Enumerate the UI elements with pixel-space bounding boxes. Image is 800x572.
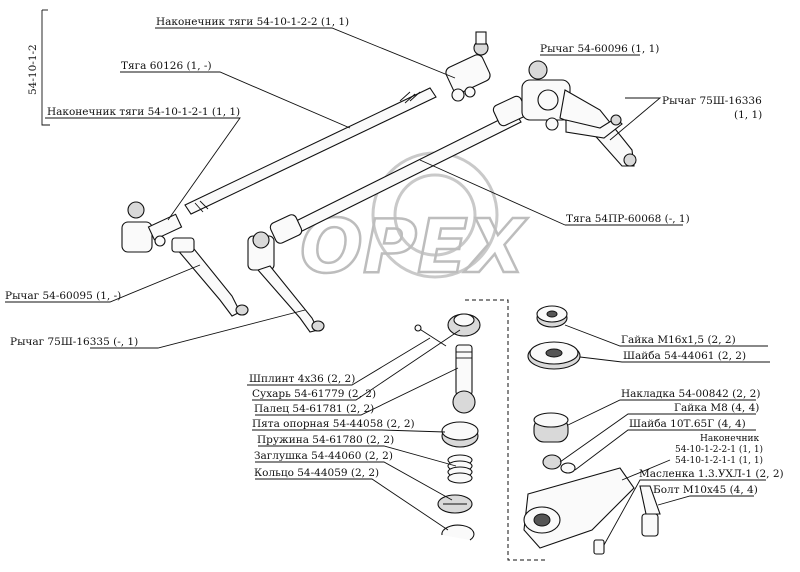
label-plug: Заглушка 54-44060 (2, 2) xyxy=(254,450,393,462)
label-tie-rod-54pr: Тяга 54ПР-60068 (-, 1) xyxy=(566,213,690,225)
label-cotter-pin: Шплинт 4x36 (2, 2) xyxy=(249,373,355,385)
label-tip-header: Наконечник xyxy=(700,434,760,444)
lever-75sh-16336-part xyxy=(559,89,637,167)
watermark-text: OPEX xyxy=(300,204,529,290)
label-tie-rod-60126: Тяга 60126 (1, -) xyxy=(121,60,212,72)
washer-44061-part xyxy=(527,341,581,370)
nut-m16-part xyxy=(536,305,568,328)
tip-housing-part xyxy=(523,467,635,549)
label-tip-variant-2: 54-10-1-2-1-1 (1, 1) xyxy=(675,455,763,466)
washer-10t-part xyxy=(560,462,576,474)
tip-tie-rod-2-part xyxy=(445,31,491,102)
label-lever-75sh-16336-qty: (1, 1) xyxy=(734,109,762,121)
label-cover-plate: Накладка 54-00842 (2, 2) xyxy=(621,388,760,400)
label-lever-75sh-16335: Рычаг 75Ш-16335 (-, 1) xyxy=(10,336,138,348)
spring-part xyxy=(447,454,473,484)
support-heel-part xyxy=(441,421,479,448)
watermark: OPEX xyxy=(299,151,530,291)
label-nut-m8: Гайка М8 (4, 4) xyxy=(674,402,759,414)
label-support-heel: Пята опорная 54-44058 (2, 2) xyxy=(252,418,415,430)
lever-60096-part xyxy=(521,60,571,131)
label-washer-44061: Шайба 54-44061 (2, 2) xyxy=(623,350,746,362)
lever-75sh-16335-part xyxy=(247,231,325,333)
ball-pin-part xyxy=(452,344,476,414)
ring-part xyxy=(441,524,475,541)
label-lever-60096: Рычаг 54-60096 (1, 1) xyxy=(540,43,659,55)
watermark-gear-hub xyxy=(393,173,477,257)
label-lever-75sh-16336: Рычаг 75Ш-16336 xyxy=(662,95,762,107)
label-bolt-m10: Болт М10х45 (4, 4) xyxy=(653,484,758,496)
bolt-m10-part xyxy=(639,485,661,537)
cracker-part xyxy=(447,313,481,337)
assembly-axis-dashed xyxy=(465,299,548,561)
label-grease-fitting: Масленка 1.3.УХЛ-1 (2, 2) xyxy=(639,468,784,480)
label-tip-variant-1: 54-10-1-2-2-1 (1, 1) xyxy=(675,444,763,455)
label-tip-tie-rod-2: Наконечник тяги 54-10-1-2-2 (1, 1) xyxy=(156,16,349,28)
lever-60095-part xyxy=(171,237,249,317)
assembly-bracket: 54-10-1-2 xyxy=(27,9,50,126)
label-ball-pin: Палец 54-61781 (2, 2) xyxy=(254,403,374,415)
tip-tie-rod-1-part xyxy=(121,201,183,253)
label-washer-10t: Шайба 10Т.65Г (4, 4) xyxy=(629,418,746,430)
label-tip-tie-rod-1: Наконечник тяги 54-10-1-2-1 (1, 1) xyxy=(47,106,240,118)
nut-m8-part xyxy=(542,454,562,470)
assembly-bracket-line xyxy=(41,10,50,126)
label-spring: Пружина 54-61780 (2, 2) xyxy=(257,434,394,446)
label-cracker: Сухарь 54-61779 (2, 2) xyxy=(252,388,376,400)
cover-plate-part xyxy=(533,412,569,443)
label-ring: Кольцо 54-44059 (2, 2) xyxy=(254,467,379,479)
grease-fitting-part xyxy=(593,539,605,555)
assembly-code: 54-10-1-2 xyxy=(27,44,39,95)
label-lever-60095: Рычаг 54-60095 (1, -) xyxy=(5,290,121,302)
label-nut-m16: Гайка М16х1,5 (2, 2) xyxy=(621,334,736,346)
plug-part xyxy=(437,494,473,514)
leader-lines xyxy=(5,27,770,546)
